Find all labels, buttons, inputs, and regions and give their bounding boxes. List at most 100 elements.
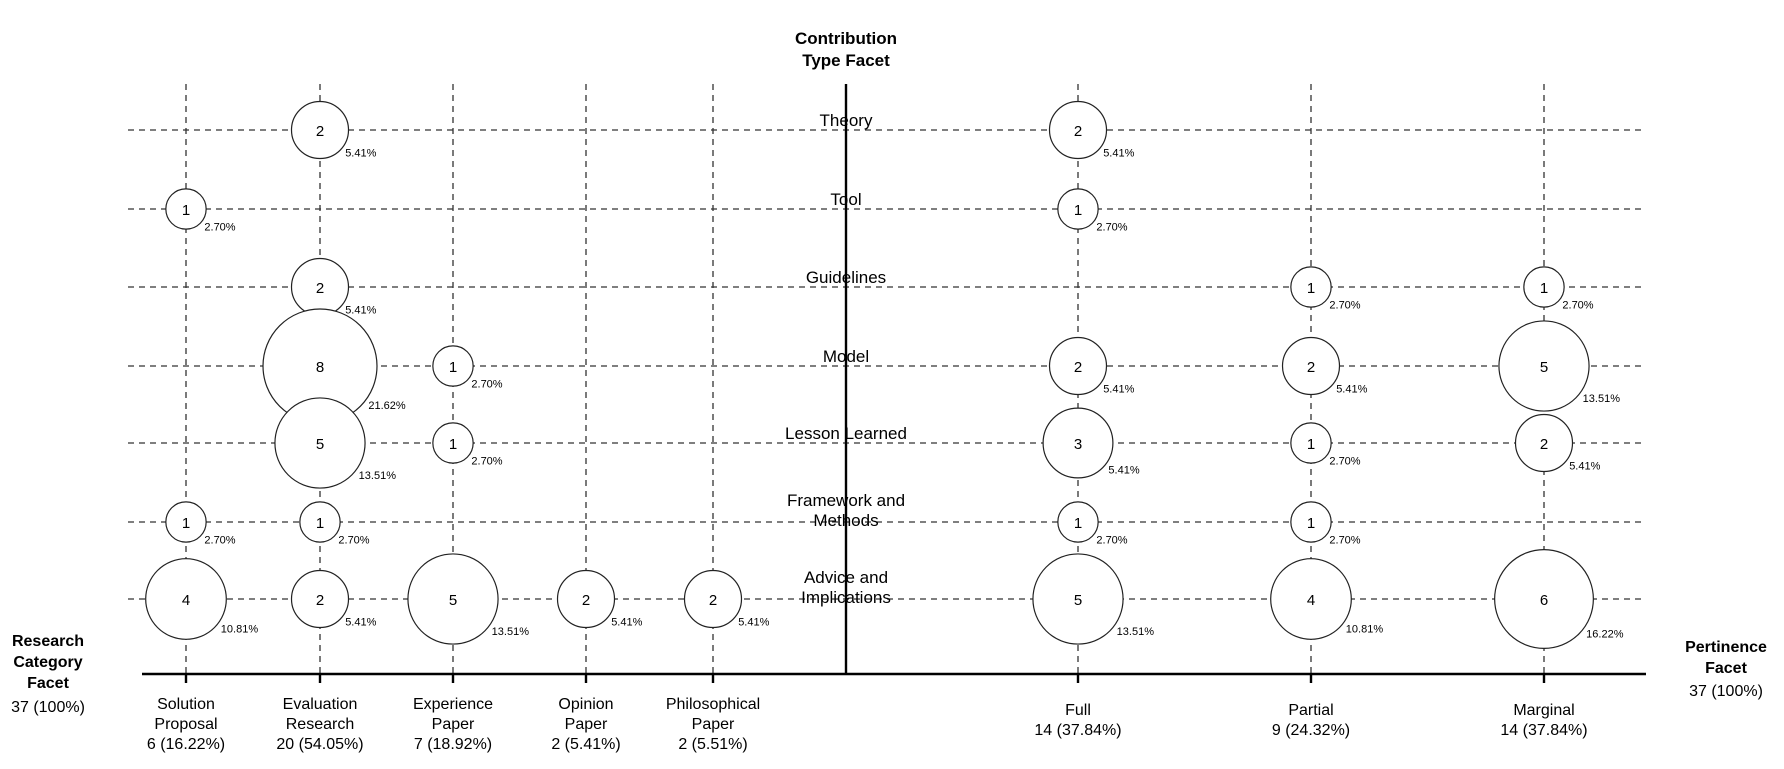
right-category-summary: 9 (24.32%) — [1272, 722, 1350, 739]
left-category-label: Experience — [413, 696, 493, 713]
bubble-percentage: 2.70% — [471, 379, 502, 391]
right-bubble — [1290, 422, 1332, 464]
row-label: Advice and — [804, 568, 888, 587]
bubble-value: 6 — [1540, 592, 1548, 609]
bubble-percentage: 5.41% — [345, 148, 376, 160]
left-category-label: Proposal — [154, 716, 217, 733]
right-category-summary: 14 (37.84%) — [1500, 722, 1587, 739]
right-bubble — [1281, 336, 1341, 396]
left-bubble — [556, 569, 616, 629]
bubble-percentage: 2.70% — [471, 456, 502, 468]
left-facet-title: Research — [12, 633, 84, 650]
bubble-percentage: 13.51% — [1117, 626, 1155, 638]
bubble-percentage: 5.41% — [1103, 148, 1134, 160]
bubble-value: 1 — [316, 515, 324, 532]
row-label: Theory — [820, 111, 873, 130]
right-bubble — [1290, 501, 1332, 543]
bubble-value: 2 — [1074, 123, 1082, 140]
right-facet-title: Pertinence — [1685, 639, 1767, 656]
row-label: Lesson Learned — [785, 424, 907, 443]
left-facet-total: 37 (100%) — [11, 699, 85, 716]
right-bubble — [1290, 266, 1332, 308]
bubble-percentage: 13.51% — [1583, 393, 1621, 405]
bubble-value: 1 — [449, 359, 457, 376]
bubble-percentage: 5.41% — [1569, 461, 1600, 473]
bubble-percentage: 5.41% — [611, 617, 642, 629]
bubble-value: 1 — [1540, 280, 1548, 297]
left-bubble — [432, 422, 474, 464]
right-bubble — [1032, 553, 1124, 645]
axes — [142, 84, 1646, 683]
left-facet-title: Category — [13, 654, 82, 671]
row-label: Guidelines — [806, 268, 886, 287]
right-bubble — [1048, 336, 1108, 396]
bubble-percentage: 2.70% — [1329, 535, 1360, 547]
bubble-value: 1 — [1074, 515, 1082, 532]
right-bubble — [1494, 549, 1594, 649]
bubble-value: 1 — [182, 515, 190, 532]
bubble-value: 2 — [316, 123, 324, 140]
right-category-label: Full — [1065, 702, 1091, 719]
bubble-value: 4 — [182, 592, 190, 609]
bubble-percentage: 2.70% — [204, 535, 235, 547]
right-bubble — [1514, 413, 1574, 473]
left-bubble — [290, 569, 350, 629]
left-bubble — [165, 501, 207, 543]
chart-title: Type Facet — [802, 51, 890, 70]
bubble-percentage: 2.70% — [1096, 535, 1127, 547]
bubble-value: 1 — [1307, 280, 1315, 297]
left-category-label: Paper — [692, 716, 735, 733]
bubble-value: 1 — [449, 436, 457, 453]
bubble-value: 2 — [582, 592, 590, 609]
left-bubble — [432, 345, 474, 387]
bubble-value: 2 — [316, 280, 324, 297]
right-facet-total: 37 (100%) — [1689, 683, 1763, 700]
bubble-percentage: 5.41% — [738, 617, 769, 629]
row-label: Model — [823, 347, 869, 366]
left-bubble — [407, 553, 499, 645]
bubble-percentage: 2.70% — [338, 535, 369, 547]
bubble-percentage: 2.70% — [1096, 222, 1127, 234]
bubble-percentage: 2.70% — [1329, 300, 1360, 312]
row-label: Tool — [830, 190, 861, 209]
bubble-value: 5 — [449, 592, 457, 609]
right-category-label: Partial — [1288, 702, 1333, 719]
row-label: Methods — [813, 511, 878, 530]
bubble-value: 8 — [316, 359, 324, 376]
right-bubble — [1057, 188, 1099, 230]
row-label: Framework and — [787, 491, 905, 510]
bubble-value: 2 — [709, 592, 717, 609]
right-bubble — [1498, 320, 1590, 412]
left-bubble — [299, 501, 341, 543]
bubble-percentage: 10.81% — [221, 623, 259, 635]
left-category-label: Philosophical — [666, 696, 760, 713]
bubble-percentage: 2.70% — [1562, 300, 1593, 312]
bubble-percentage: 5.41% — [1108, 464, 1139, 476]
bubble-percentage: 21.62% — [368, 400, 406, 412]
right-bubble — [1042, 407, 1114, 479]
left-category-label: Paper — [432, 716, 475, 733]
left-bubble — [145, 558, 227, 640]
bubble-percentage: 5.41% — [1336, 384, 1367, 396]
row-label: Implications — [801, 588, 891, 607]
right-bubble — [1523, 266, 1565, 308]
bubble-value: 1 — [182, 202, 190, 219]
left-bubble — [274, 397, 366, 489]
left-category-summary: 2 (5.41%) — [551, 736, 620, 753]
bubble-value: 3 — [1074, 436, 1082, 453]
bubble-percentage: 5.41% — [345, 617, 376, 629]
left-category-label: Research — [286, 716, 354, 733]
bubble-percentage: 2.70% — [204, 222, 235, 234]
left-category-summary: 7 (18.92%) — [414, 736, 492, 753]
bubble-value: 1 — [1307, 515, 1315, 532]
left-category-label: Opinion — [558, 696, 613, 713]
chart-title: Contribution — [795, 29, 897, 48]
grid-lines — [128, 84, 1646, 674]
bubbles — [145, 100, 1594, 649]
bubble-percentage: 13.51% — [359, 470, 397, 482]
right-category-label: Marginal — [1513, 702, 1574, 719]
bubble-percentage: 10.81% — [1346, 623, 1384, 635]
bubble-value: 5 — [316, 436, 324, 453]
left-bubble — [683, 569, 743, 629]
left-category-summary: 20 (54.05%) — [276, 736, 363, 753]
